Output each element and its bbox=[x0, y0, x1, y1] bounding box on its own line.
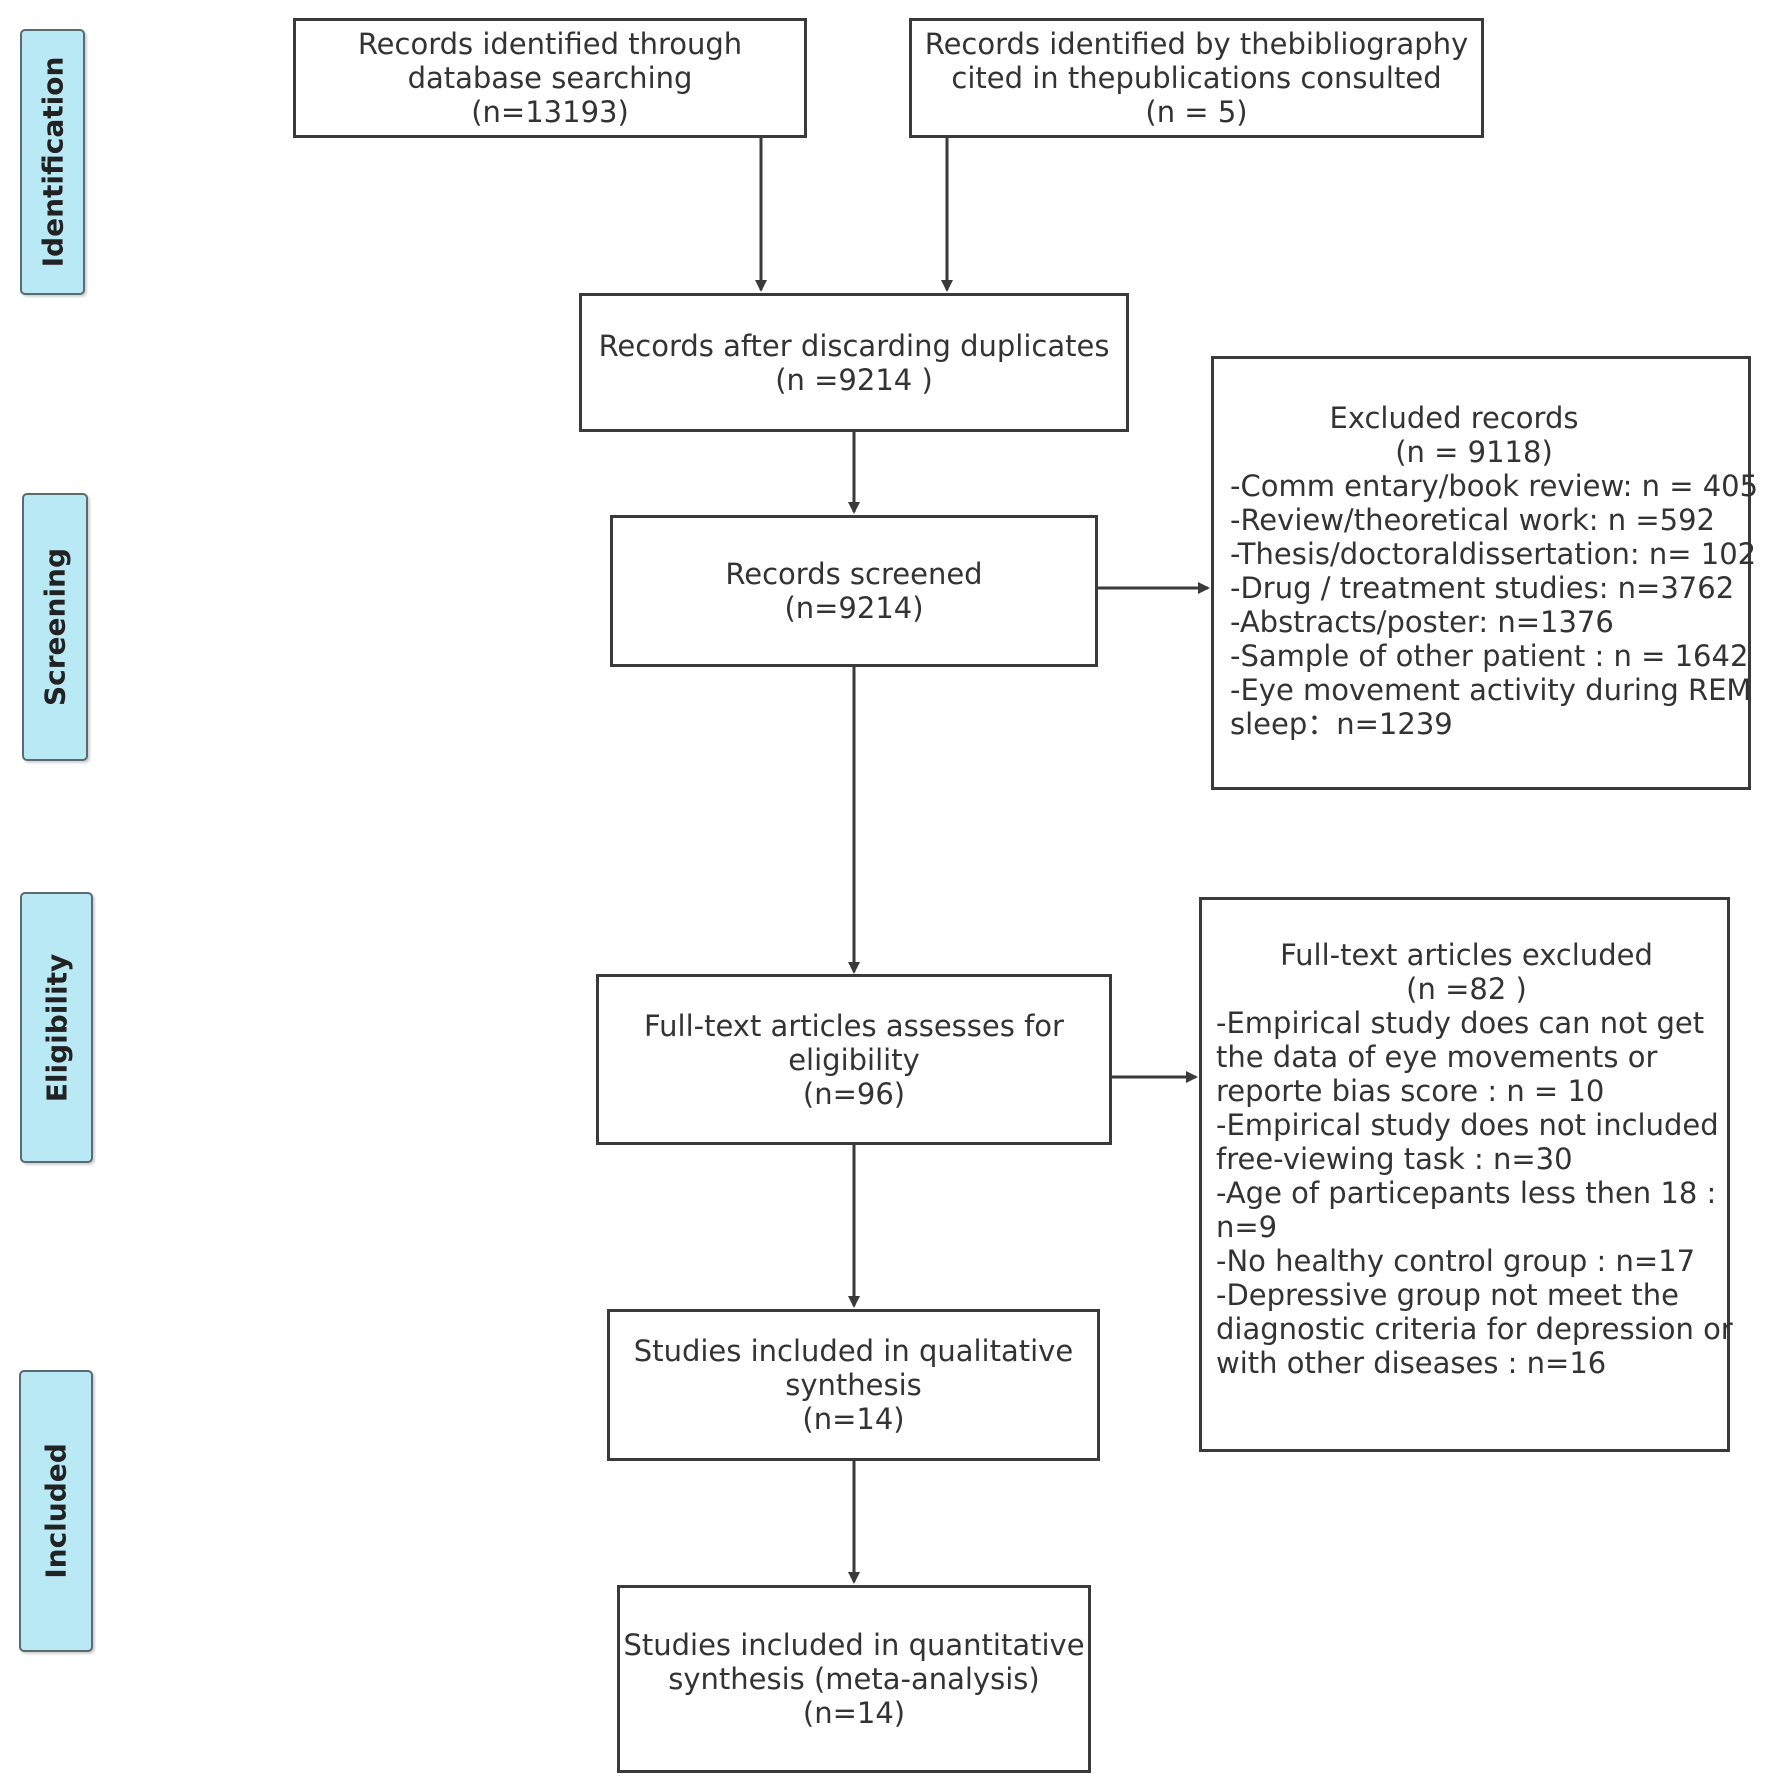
bibliography-records-line2: cited in thepublications consulted bbox=[951, 61, 1442, 95]
qualitative-synthesis-count: (n=14) bbox=[802, 1402, 905, 1436]
stage-identification-text: Identification bbox=[36, 56, 69, 268]
fulltext-excluded-reason-item: -Empirical study does can not get bbox=[1216, 1006, 1705, 1040]
fulltext-excluded-reason-item: -Depressive group not meet the bbox=[1216, 1278, 1679, 1312]
stage-included-text: Included bbox=[39, 1443, 73, 1579]
fulltext-excluded-reason-item: diagnostic criteria for depression or bbox=[1216, 1312, 1733, 1346]
qualitative-synthesis-box: Studies included in qualitative synthesi… bbox=[607, 1309, 1100, 1461]
duplicates-discarded-line1: Records after discarding duplicates bbox=[598, 328, 1110, 363]
quantitative-synthesis-count: (n=14) bbox=[802, 1696, 906, 1730]
excluded-reason-item: -Abstracts/poster: n=1376 bbox=[1230, 605, 1614, 639]
excluded-reason-item: -Thesis/doctoraldissertation: n= 102 bbox=[1230, 537, 1757, 571]
fulltext-excluded-reason-item: with other diseases : n=16 bbox=[1216, 1346, 1607, 1380]
excluded-reason-item: -Sample of other patient : n = 1642 bbox=[1230, 639, 1749, 673]
quantitative-synthesis-line1: Studies included in quantitative bbox=[623, 1628, 1085, 1662]
excluded-reason-item: -Eye movement activity during REM bbox=[1230, 673, 1752, 707]
database-records-box: Records identified through database sear… bbox=[293, 18, 807, 138]
stage-label-identification: Identification bbox=[20, 29, 85, 295]
fulltext-excluded-title: Full-text articles excluded bbox=[1280, 938, 1653, 972]
excluded-reason-item: -Drug / treatment studies: n=3762 bbox=[1230, 571, 1735, 605]
bibliography-records-box: Records identified by thebibliography ci… bbox=[909, 18, 1484, 138]
records-screened-label: Records screened bbox=[725, 557, 983, 591]
excluded-records-count: (n = 9118) bbox=[1395, 435, 1553, 469]
fulltext-excluded-reason-item: reporte bias score : n = 10 bbox=[1216, 1074, 1605, 1108]
fulltext-excluded-reason-item: the data of eye movements or bbox=[1216, 1040, 1658, 1074]
excluded-records-title: Excluded records bbox=[1329, 401, 1579, 435]
stage-screening-text: Screening bbox=[38, 547, 72, 707]
records-screened-box: Records screened (n=9214) bbox=[610, 515, 1098, 667]
excluded-reason-item: -Comm entary/book review: n = 405 bbox=[1230, 469, 1759, 503]
stage-label-eligibility: Eligibility bbox=[20, 892, 93, 1163]
fulltext-excluded-box: Full-text articles excluded (n =82 ) -Em… bbox=[1199, 897, 1733, 1452]
fulltext-assessed-line2: eligibility bbox=[788, 1042, 920, 1077]
database-records-line1: Records identified through bbox=[357, 27, 743, 61]
qualitative-synthesis-line1: Studies included in qualitative bbox=[633, 1334, 1074, 1368]
records-screened-count: (n=9214) bbox=[784, 591, 924, 625]
stage-label-screening: Screening bbox=[22, 493, 88, 761]
bibliography-records-line1: Records identified by thebibliography bbox=[924, 27, 1469, 61]
fulltext-excluded-count: (n =82 ) bbox=[1406, 972, 1527, 1006]
fulltext-excluded-reason-item: free-viewing task : n=30 bbox=[1216, 1142, 1573, 1176]
fulltext-assessed-count: (n=96) bbox=[802, 1076, 906, 1111]
qualitative-synthesis-line2: synthesis bbox=[785, 1368, 922, 1402]
stage-label-included: Included bbox=[19, 1370, 93, 1652]
excluded-records-box: Excluded records (n = 9118) -Comm entary… bbox=[1211, 356, 1759, 790]
fulltext-excluded-reason-item: -Empirical study does not included bbox=[1216, 1108, 1719, 1142]
stage-eligibility-text: Eligibility bbox=[40, 953, 73, 1102]
fulltext-excluded-reason-item: -Age of particepants less then 18 : bbox=[1216, 1176, 1717, 1210]
database-records-count: (n=13193) bbox=[471, 95, 629, 129]
fulltext-assessed-line1: Full-text articles assesses for bbox=[644, 1008, 1064, 1043]
fulltext-excluded-reason-item: n=9 bbox=[1216, 1210, 1278, 1244]
duplicates-discarded-box: Records after discarding duplicates (n =… bbox=[579, 293, 1129, 432]
database-records-line2: database searching bbox=[407, 61, 693, 95]
quantitative-synthesis-line2: synthesis (meta-analysis) bbox=[668, 1662, 1040, 1696]
excluded-reason-item: sleep：n=1239 bbox=[1230, 707, 1453, 741]
fulltext-assessed-box: Full-text articles assesses for eligibil… bbox=[596, 974, 1112, 1145]
bibliography-records-count: (n = 5) bbox=[1145, 95, 1248, 129]
excluded-reason-item: -Review/theoretical work: n =592 bbox=[1230, 503, 1715, 537]
fulltext-excluded-reason-item: -No healthy control group : n=17 bbox=[1216, 1244, 1696, 1278]
quantitative-synthesis-box: Studies included in quantitative synthes… bbox=[617, 1585, 1091, 1773]
duplicates-discarded-count: (n =9214 ) bbox=[775, 362, 933, 397]
